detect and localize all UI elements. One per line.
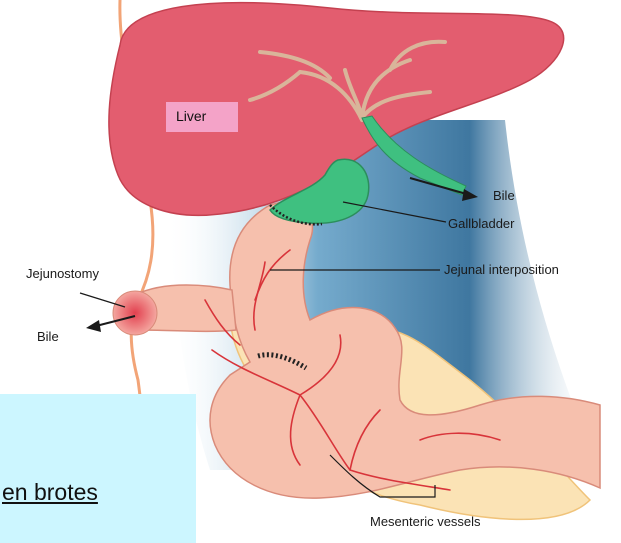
jejunostomy-stoma [113, 291, 157, 335]
gallbladder-label: Gallbladder [448, 216, 515, 231]
bile-top-label: Bile [493, 188, 515, 203]
jejunal-interposition-label: Jejunal interposition [444, 262, 559, 277]
jejunostomy-label: Jejunostomy [26, 266, 99, 281]
bile-left-label: Bile [37, 329, 59, 344]
mesenteric-vessels-label: Mesenteric vessels [370, 514, 481, 529]
liver-label: Liver [176, 108, 206, 124]
caption-box [0, 394, 196, 543]
caption-text: en brotes [2, 479, 98, 506]
